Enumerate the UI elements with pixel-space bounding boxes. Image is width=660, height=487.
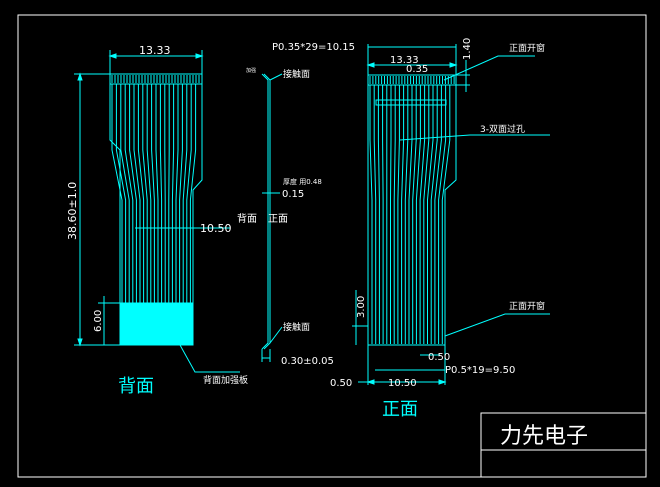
back-finger-width-label: 10.50	[200, 222, 232, 235]
front-trace	[369, 85, 373, 326]
back-stiffener	[119, 302, 194, 346]
side-contact-top-label: 接触面	[283, 68, 310, 80]
company-name: 力先电子	[500, 424, 588, 449]
side-front-label: 正面	[268, 214, 288, 225]
back-trace	[182, 84, 188, 303]
back-trace	[159, 84, 163, 303]
front-edge-margin-label: 0.50	[330, 378, 352, 389]
back-trace	[151, 84, 155, 303]
back-trace	[155, 84, 159, 303]
back-trace	[120, 84, 130, 303]
back-stiffener-label: 背面加强板	[203, 374, 248, 386]
front-trace	[390, 85, 392, 326]
back-trace	[137, 84, 145, 303]
front-trace	[438, 85, 447, 326]
front-trace	[434, 85, 442, 326]
back-trace	[142, 84, 148, 303]
front-trace	[412, 85, 417, 326]
front-trace	[430, 85, 438, 326]
front-finger-width-label: 10.50	[388, 378, 417, 389]
back-trace	[146, 84, 152, 303]
back-top-pads	[111, 75, 200, 83]
back-view-title: 背面	[118, 376, 154, 397]
front-width-label: 13.33	[390, 55, 419, 66]
front-trace	[377, 85, 380, 326]
back-trace	[115, 84, 127, 303]
front-trace	[382, 85, 384, 326]
front-pitch-top-label: P0.35*29=10.15	[272, 42, 355, 53]
side-thickness-value: 0.15	[282, 189, 304, 200]
back-width-label: 13.33	[139, 44, 171, 57]
side-profile	[261, 73, 269, 350]
front-trace	[415, 85, 421, 326]
front-fingers	[371, 326, 443, 344]
back-trace	[124, 84, 134, 303]
front-trace	[408, 85, 413, 326]
front-vias-label: 3-双面过孔	[480, 123, 525, 135]
front-pitch-bottom-label: P0.5*19=9.50	[445, 365, 515, 376]
back-stiffener-height-label: 6.00	[93, 310, 104, 332]
title-block	[480, 412, 647, 478]
front-open-height-label: 1.40	[462, 38, 473, 60]
front-finger-gap-label: 0.50	[428, 352, 450, 363]
side-thickness-label: 厚度 用0.48	[283, 177, 322, 186]
side-back-label: 背面	[237, 212, 257, 225]
front-trace	[419, 85, 426, 326]
front-trace	[441, 85, 451, 326]
side-view	[261, 73, 283, 362]
side-small-label: 加强	[246, 67, 256, 74]
back-trace	[133, 84, 141, 303]
front-trace	[373, 85, 377, 326]
front-view-title: 正面	[382, 399, 418, 420]
front-traces	[369, 85, 451, 326]
back-trace	[175, 84, 179, 303]
back-trace	[129, 84, 137, 303]
back-trace	[171, 84, 175, 303]
front-open-window-top-label: 正面开窗	[509, 42, 545, 54]
front-trace	[401, 85, 405, 326]
back-view	[74, 50, 240, 373]
back-trace	[111, 84, 123, 303]
front-top-pads	[369, 76, 455, 84]
back-trace	[186, 84, 192, 303]
side-total-thickness-label: 0.30±0.05	[281, 356, 334, 367]
front-pad-width-label: 0.35	[406, 64, 428, 75]
side-contact-bottom-label: 接触面	[283, 321, 310, 333]
back-traces	[111, 84, 197, 303]
front-trace	[427, 85, 434, 326]
front-view	[352, 44, 550, 385]
front-trace	[393, 85, 396, 326]
front-outline	[367, 85, 457, 346]
back-length-label: 38.60±1.0	[66, 182, 79, 240]
front-trace	[397, 85, 400, 326]
drawing-frame	[17, 14, 647, 478]
front-finger-length-label: 3.00	[356, 296, 367, 318]
back-trace	[189, 84, 197, 303]
back-trace	[179, 84, 183, 303]
front-trace	[423, 85, 430, 326]
front-open-window-bottom-label: 正面开窗	[509, 300, 545, 312]
front-trace	[404, 85, 409, 326]
